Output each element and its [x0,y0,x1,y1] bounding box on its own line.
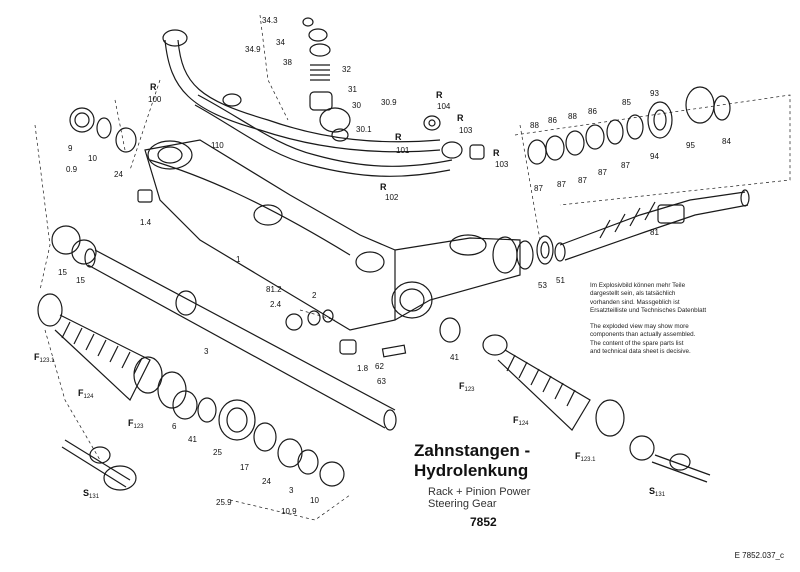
part-label-41a: 41 [450,353,459,362]
part-label-f124b: F124 [513,415,529,427]
steering-housing [144,139,521,331]
small-parts [285,309,407,358]
part-label-110: 110 [211,141,224,150]
pipe-fitting [423,115,485,160]
reference-number: E 7852.037_c [734,551,784,560]
valve-components [302,17,351,142]
part-label-1-4: 1.4 [140,218,152,227]
part-label-85: 85 [622,98,631,107]
part-label-25: 25 [213,448,222,457]
part-label-3: 3 [204,347,209,356]
part-label-94: 94 [650,152,659,161]
part-label-86b: 86 [588,107,597,116]
part-label-2: 2 [312,291,317,300]
part-label-51: 51 [556,276,565,285]
part-number-103b: 103 [459,126,473,135]
part-label-f123b: F123 [459,381,475,393]
part-label-34-3: 34.3 [262,16,278,25]
diagram-title: Zahnstangen - Hydrolenkung [414,441,531,480]
part-label-1: 1 [236,255,241,264]
part-label-30-9: 30.9 [381,98,397,107]
part-label-87a: 87 [534,184,543,193]
part-label-15b: 15 [76,276,85,285]
part-label-r102: R [380,182,387,192]
part-label-34-9: 34.9 [245,45,261,54]
part-label-53: 53 [538,281,547,290]
right-tie-rod [629,435,711,483]
valve-rings [527,86,731,165]
part-label-41b: 41 [188,435,197,444]
part-label-62: 62 [375,362,384,371]
left-bellows [37,293,187,409]
part-label-15a: 15 [58,268,67,277]
leader-lines [34,14,791,521]
part-label-f123-1a: F123.1 [34,352,55,364]
part-label-87d: 87 [598,168,607,177]
right-bellows [439,317,625,437]
part-label-34: 34 [276,38,285,47]
part-label-30-1: 30.1 [356,125,372,134]
part-label-3b: 3 [289,486,294,495]
part-label-2-4: 2.4 [270,300,282,309]
part-label-r103b: R [457,113,464,123]
part-label-s131a: S131 [83,488,100,500]
part-label-1-8: 1.8 [357,364,369,373]
part-label-63: 63 [377,377,386,386]
part-label-s131b: S131 [649,486,666,498]
diagram-subtitle: Rack + Pinion Power Steering Gear [428,486,531,510]
lower-left-parts [172,390,345,487]
part-label-9: 9 [68,144,73,153]
pinion-shaft [554,189,750,262]
part-label-87b: 87 [557,180,566,189]
part-label-f124a: F124 [78,388,94,400]
part-label-30: 30 [352,101,361,110]
part-label-81-2: 81.2 [266,285,282,294]
part-label-24: 24 [114,170,123,179]
part-label-84: 84 [722,137,731,146]
part-label-f123-1b: F123.1 [575,451,596,463]
part-label-95: 95 [686,141,695,150]
left-seals [69,107,153,203]
part-number-100: 100 [148,95,162,104]
part-label-38: 38 [283,58,292,67]
part-label-r101: R [395,132,402,142]
part-number-101: 101 [396,146,410,155]
part-label-24b: 24 [262,477,271,486]
part-label-88b: 88 [568,112,577,121]
part-label-17: 17 [240,463,249,472]
part-label-31: 31 [348,85,357,94]
part-label-r104: R [436,90,443,100]
rack-bar [51,225,397,431]
part-label-87c: 87 [578,176,587,185]
part-label-93: 93 [650,89,659,98]
part-number-104: 104 [437,102,451,111]
part-label-6: 6 [172,422,177,431]
part-label-r103: R [493,148,500,158]
part-label-81: 81 [650,228,659,237]
part-number-102: 102 [385,193,399,202]
diagram-code: 7852 [470,515,497,529]
part-label-86a: 86 [548,116,557,125]
part-label-0-9: 0.9 [66,165,78,174]
part-label-25-9: 25.9 [216,498,232,507]
part-label-88a: 88 [530,121,539,130]
part-number-103: 103 [495,160,509,169]
part-label-r100: R [150,82,157,92]
part-label-f123a: F123 [128,418,144,430]
return-pipe [162,29,463,177]
part-label-10-9: 10.9 [281,507,297,516]
left-tie-rod [61,439,137,491]
part-label-87e: 87 [621,161,630,170]
part-label-32: 32 [342,65,351,74]
part-label-10b: 10 [310,496,319,505]
pinion-rings [516,235,554,270]
part-label-10: 10 [88,154,97,163]
